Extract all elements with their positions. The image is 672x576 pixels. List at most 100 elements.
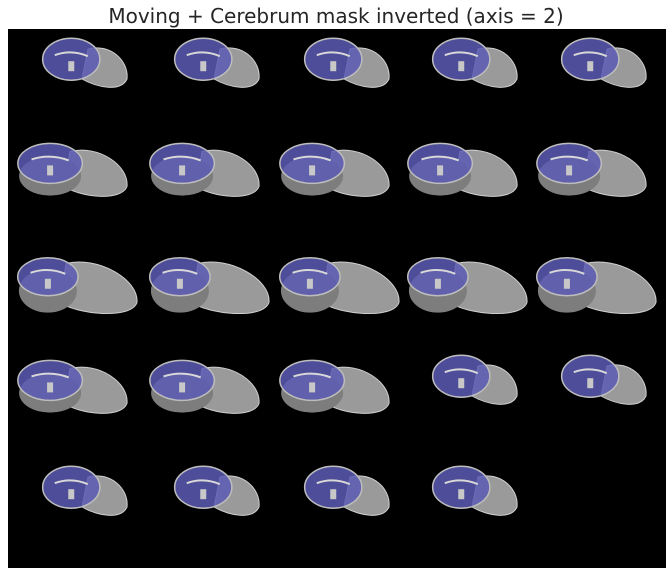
ventricle-spot xyxy=(179,165,186,176)
ventricle-spot xyxy=(44,278,51,289)
white-matter-streak xyxy=(420,269,456,275)
white-matter-streak xyxy=(31,372,70,379)
brain-slice-10 xyxy=(535,134,650,204)
cerebrum-mask-overlay xyxy=(149,359,216,402)
cerebrum-mask-overlay xyxy=(173,37,233,81)
ventricle-spot xyxy=(68,489,75,500)
white-matter-streak xyxy=(163,372,202,379)
figure-title: Moving + Cerebrum mask inverted (axis = … xyxy=(108,4,564,28)
brain-slice-14 xyxy=(406,244,531,322)
cerebrum-mask-overlay xyxy=(536,142,603,185)
ventricle-spot xyxy=(330,489,337,500)
cerebrum-mask-overlay xyxy=(279,359,346,402)
ventricle-spot xyxy=(309,382,316,393)
brain-slice-9 xyxy=(406,134,521,204)
ventricle-spot xyxy=(458,378,465,389)
white-matter-streak xyxy=(316,51,351,58)
white-matter-streak xyxy=(293,372,332,379)
ventricle-spot xyxy=(68,61,75,72)
brain-slice-15 xyxy=(535,244,660,322)
cerebellum-region xyxy=(449,261,528,314)
brain-slice-16 xyxy=(16,351,131,421)
white-matter-streak xyxy=(573,368,608,375)
brain-slice-8 xyxy=(278,134,393,204)
brain-slice-2 xyxy=(173,34,263,94)
white-matter-streak xyxy=(444,51,479,58)
cerebrum-mask-overlay xyxy=(41,37,101,81)
white-matter-streak xyxy=(54,479,89,486)
ventricle-spot xyxy=(566,165,573,176)
cerebrum-mask-overlay xyxy=(41,465,101,509)
ventricle-spot xyxy=(309,165,316,176)
white-matter-streak xyxy=(550,155,589,162)
cerebrum-mask-overlay xyxy=(278,257,341,297)
brain-slice-12 xyxy=(148,244,273,322)
brain-slice-3 xyxy=(303,34,393,94)
cerebrum-mask-overlay xyxy=(303,37,363,81)
cerebrum-mask-overlay xyxy=(149,142,216,185)
white-matter-streak xyxy=(421,155,460,162)
white-matter-streak xyxy=(186,51,221,58)
cerebellum-region xyxy=(578,261,657,314)
white-matter-streak xyxy=(444,479,479,486)
ventricle-spot xyxy=(330,61,337,72)
brain-slice-7 xyxy=(148,134,263,204)
ventricle-spot xyxy=(306,278,313,289)
cerebrum-mask-overlay xyxy=(303,465,363,509)
brain-slice-21 xyxy=(41,462,131,522)
brain-slice-18 xyxy=(278,351,393,421)
ventricle-spot xyxy=(179,382,186,393)
cerebrum-mask-overlay xyxy=(431,37,491,81)
ventricle-spot xyxy=(200,61,207,72)
slice-montage-panel xyxy=(8,29,666,568)
cerebrum-mask-overlay xyxy=(16,257,79,297)
brain-slice-23 xyxy=(303,462,393,522)
ventricle-spot xyxy=(47,165,54,176)
ventricle-spot xyxy=(437,165,444,176)
cerebellum-region xyxy=(321,261,400,314)
white-matter-streak xyxy=(30,269,66,275)
brain-slice-11 xyxy=(16,244,141,322)
brain-slice-24 xyxy=(431,462,521,522)
ventricle-spot xyxy=(434,278,441,289)
cerebrum-mask-overlay xyxy=(406,257,469,297)
brain-slice-5 xyxy=(560,34,650,94)
ventricle-spot xyxy=(458,489,465,500)
white-matter-streak xyxy=(163,155,202,162)
brain-slice-20 xyxy=(560,351,650,411)
cerebrum-mask-overlay xyxy=(279,142,346,185)
white-matter-streak xyxy=(292,269,328,275)
cerebrum-mask-overlay xyxy=(173,465,233,509)
cerebrum-mask-overlay xyxy=(560,37,620,81)
cerebrum-mask-overlay xyxy=(560,354,620,398)
white-matter-streak xyxy=(316,479,351,486)
brain-slice-1 xyxy=(41,34,131,94)
white-matter-streak xyxy=(293,155,332,162)
brain-slice-4 xyxy=(431,34,521,94)
cerebrum-mask-overlay xyxy=(17,142,84,185)
cerebrum-mask-overlay xyxy=(17,359,84,402)
white-matter-streak xyxy=(54,51,89,58)
cerebellum-region xyxy=(191,261,270,314)
brain-slice-13 xyxy=(278,244,403,322)
brain-slice-6 xyxy=(16,134,131,204)
ventricle-spot xyxy=(563,278,570,289)
brain-slice-17 xyxy=(148,351,263,421)
white-matter-streak xyxy=(31,155,70,162)
ventricle-spot xyxy=(587,61,594,72)
cerebrum-mask-overlay xyxy=(431,465,491,509)
white-matter-streak xyxy=(549,269,585,275)
white-matter-streak xyxy=(186,479,221,486)
ventricle-spot xyxy=(587,378,594,389)
white-matter-streak xyxy=(573,51,608,58)
ventricle-spot xyxy=(458,61,465,72)
white-matter-streak xyxy=(162,269,198,275)
cerebrum-mask-overlay xyxy=(535,257,598,297)
cerebrum-mask-overlay xyxy=(148,257,211,297)
brain-slice-22 xyxy=(173,462,263,522)
white-matter-streak xyxy=(444,368,479,375)
cerebellum-region xyxy=(59,261,138,314)
cerebrum-mask-overlay xyxy=(407,142,474,185)
cerebrum-mask-overlay xyxy=(431,354,491,398)
ventricle-spot xyxy=(200,489,207,500)
